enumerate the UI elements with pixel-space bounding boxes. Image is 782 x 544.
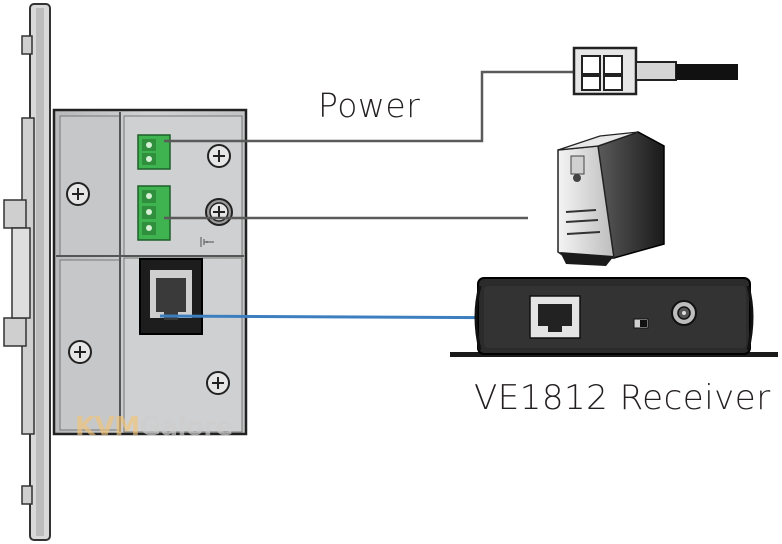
- screw-icon: [66, 182, 90, 206]
- watermark-part2: Galore: [139, 412, 234, 442]
- watermark-part1: KVM: [75, 412, 140, 442]
- power-plug-icon: [572, 46, 738, 96]
- power-label: Power: [318, 86, 421, 125]
- serial-terminal-block-icon: [137, 185, 171, 241]
- screw-icon: [206, 371, 230, 395]
- ve1812-receiver-device: [450, 277, 778, 357]
- power-cable: [164, 70, 574, 143]
- screw-icon: [207, 144, 231, 168]
- receiver-rj45-port-icon: [529, 295, 581, 339]
- wall-plate: [3, 3, 51, 541]
- receiver-switch-icon: [633, 318, 649, 329]
- screw-icon: [68, 340, 92, 364]
- receiver-label: VE1812 Receiver: [474, 378, 771, 418]
- screw-icon: [205, 198, 233, 226]
- watermark-logo: KVMGalore: [75, 412, 233, 442]
- ground-symbol-icon: [200, 237, 214, 247]
- rj45-port-icon: [139, 258, 203, 335]
- tower-pc-icon: [557, 131, 665, 266]
- dc-jack-icon: [671, 300, 697, 326]
